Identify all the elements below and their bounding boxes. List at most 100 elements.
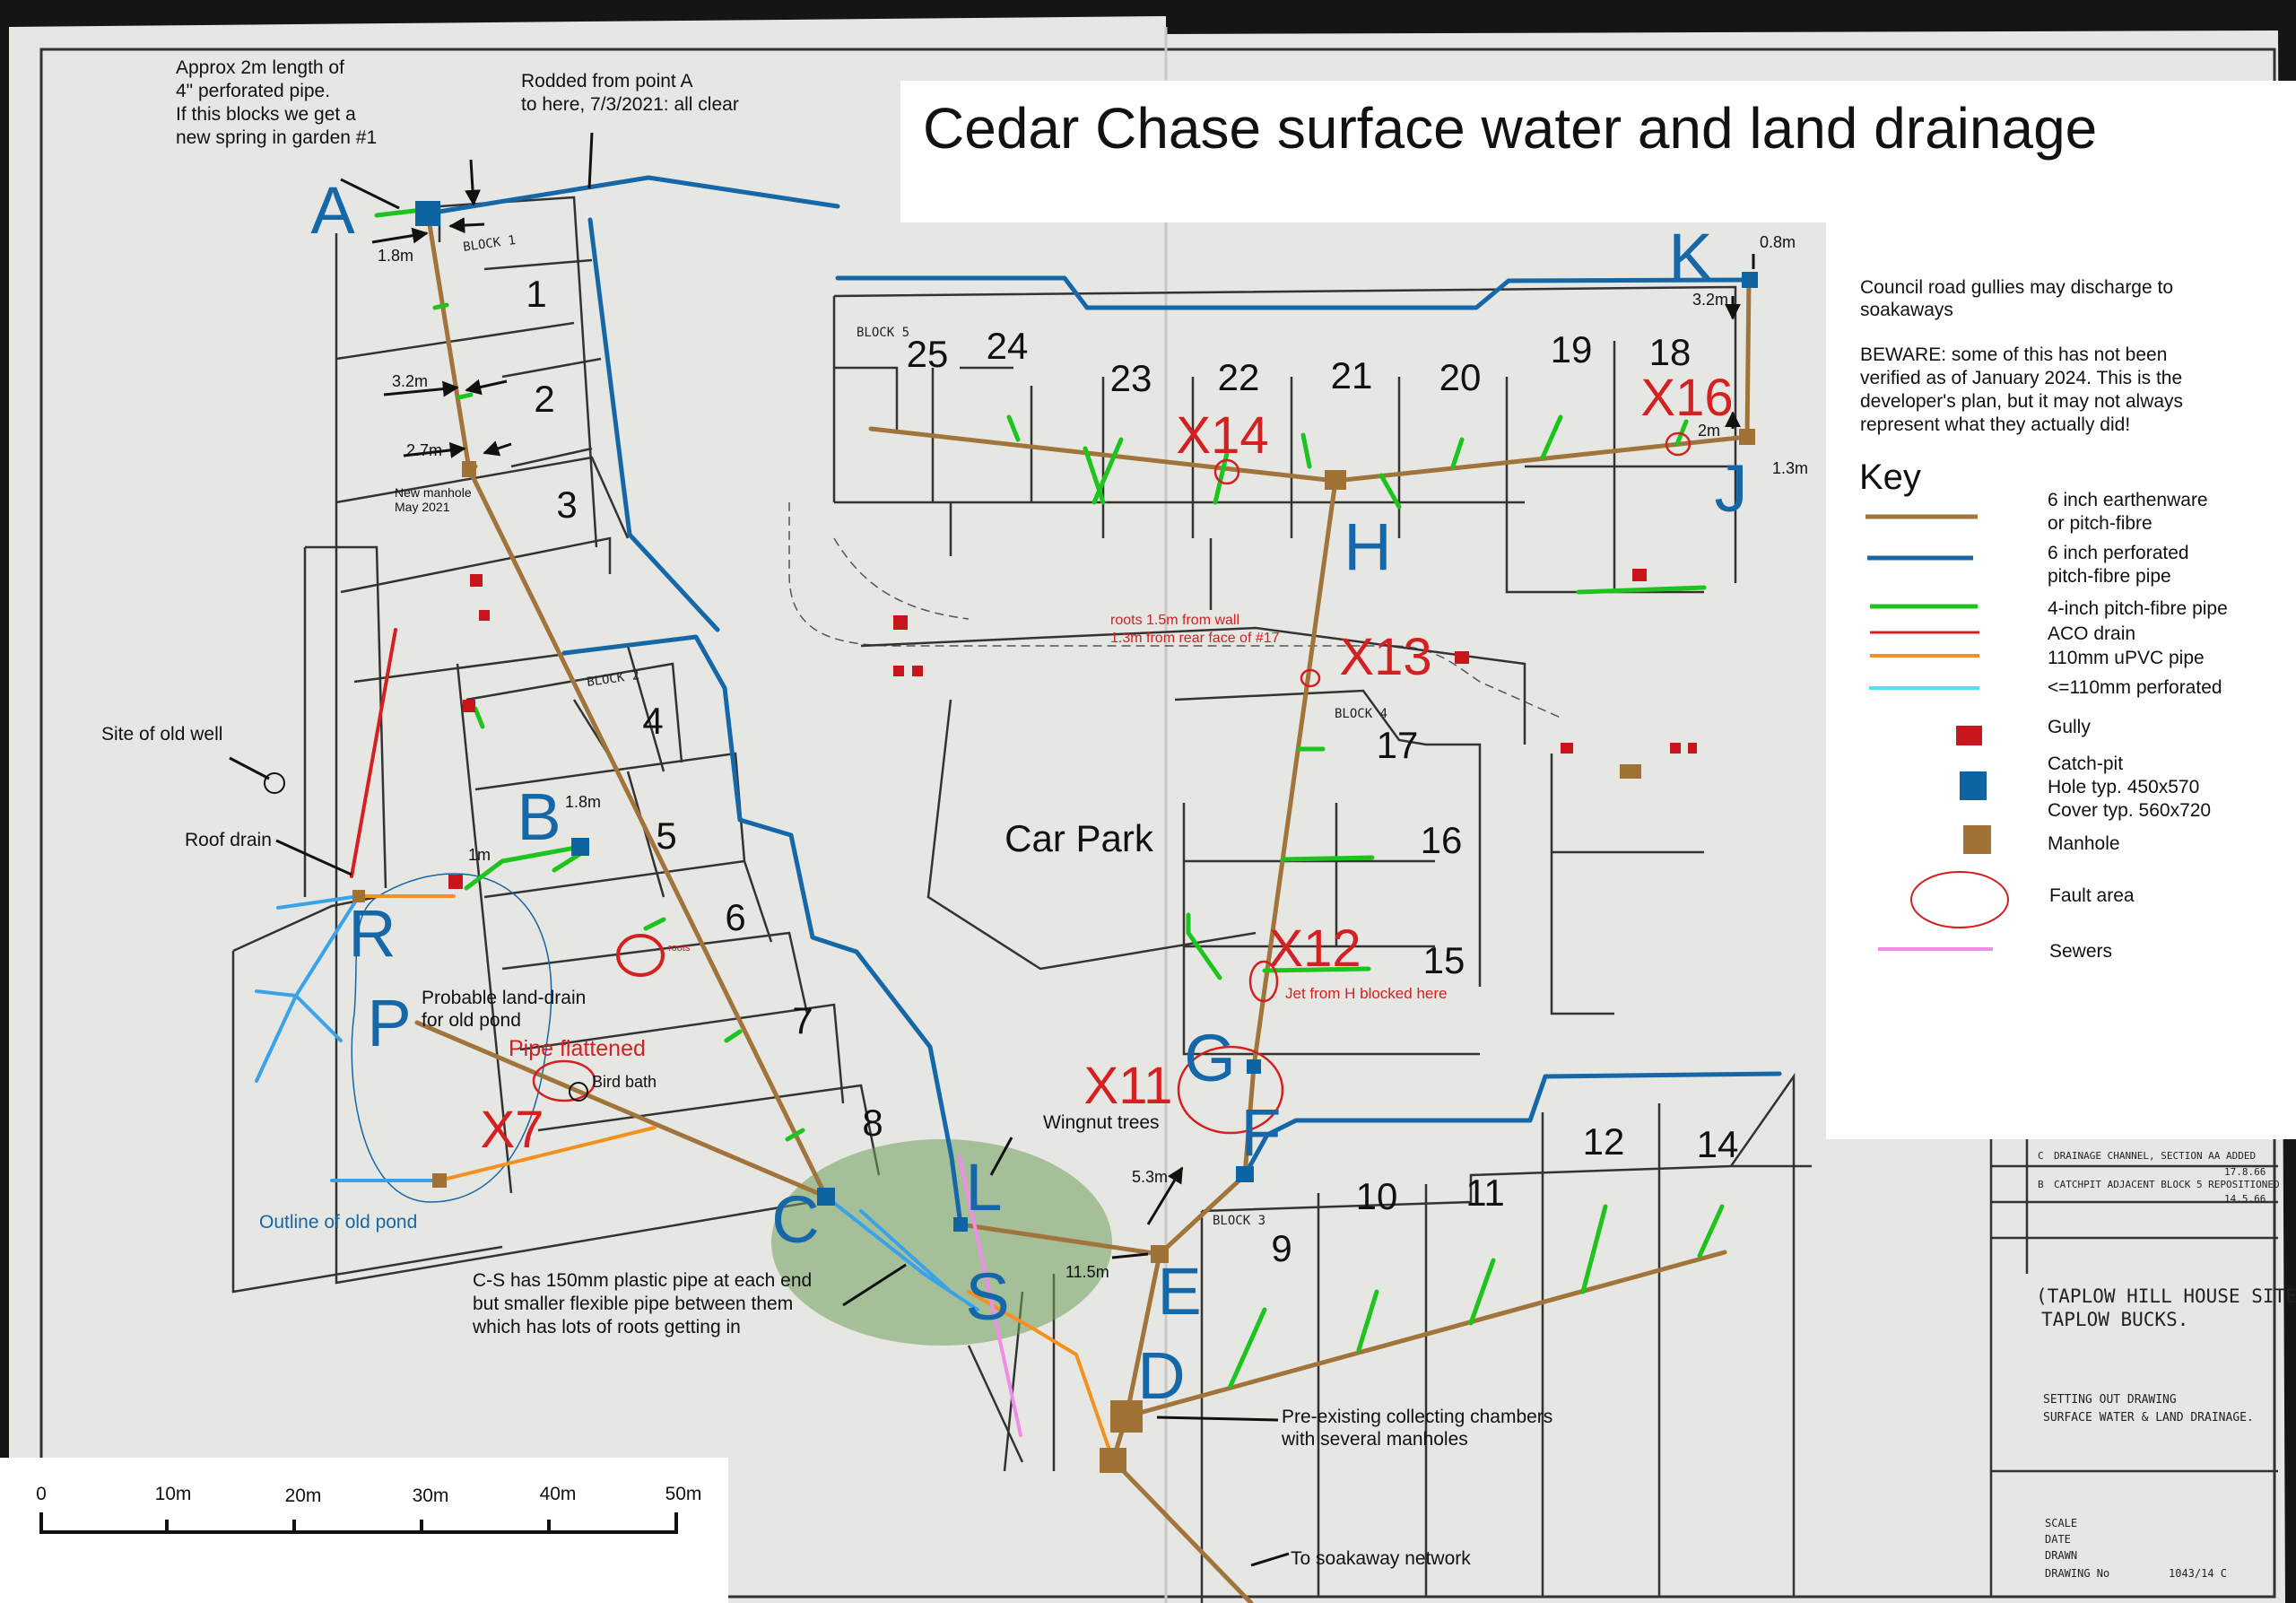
annotation-cs-pipe: which has lots of roots getting in bbox=[472, 1317, 741, 1337]
annotations: Approx 2m length of 4" perforated pipe. … bbox=[101, 57, 1552, 1569]
fault-label-x7: X7 bbox=[481, 1101, 544, 1159]
annotation-soakaway: To soakaway network bbox=[1291, 1548, 1471, 1569]
dimension-label: 5.3m bbox=[1132, 1168, 1168, 1186]
svg-text:C: C bbox=[2038, 1150, 2044, 1162]
manhole-south bbox=[1100, 1448, 1126, 1473]
house-number: 11 bbox=[1465, 1172, 1505, 1214]
drawing-title-block: C DRAINAGE CHANNEL, SECTION AA ADDED 17.… bbox=[2036, 1150, 2296, 1580]
annotation-jet-blocked: Jet from H blocked here bbox=[1285, 985, 1447, 1002]
catch-pit-b bbox=[571, 838, 589, 856]
earthenware-pipe-l-e bbox=[958, 1222, 1162, 1257]
block-label: BLOCK 3 bbox=[1213, 1214, 1265, 1228]
gully bbox=[448, 875, 463, 889]
annotation-roots-wall: roots 1.5m from wall bbox=[1110, 613, 1239, 628]
point-label-l: L bbox=[965, 1150, 1002, 1224]
house-number: 23 bbox=[1110, 357, 1152, 399]
house-number: 7 bbox=[792, 999, 813, 1041]
house-number: 25 bbox=[907, 333, 949, 375]
manhole-j bbox=[1739, 429, 1755, 445]
svg-text:14.5.66: 14.5.66 bbox=[2224, 1193, 2266, 1205]
scale-tick-label: 40m bbox=[540, 1484, 577, 1504]
title-box bbox=[900, 81, 2222, 222]
annotation-land-drain: for old pond bbox=[422, 1010, 521, 1031]
key-label: Manhole bbox=[2048, 833, 2120, 854]
annotation-approx-pipe: If this blocks we get a bbox=[176, 104, 356, 125]
annotation-cs-pipe: C-S has 150mm plastic pipe at each end bbox=[473, 1270, 812, 1291]
gully bbox=[463, 700, 475, 712]
house-numbers: 1 2 3 4 5 6 7 8 9 10 11 12 14 15 16 17 1… bbox=[526, 273, 1738, 1269]
perforated-pipe-road bbox=[835, 275, 1752, 310]
point-label-r: R bbox=[348, 896, 396, 971]
house-number: 17 bbox=[1377, 724, 1419, 766]
dimension-label: 1.8m bbox=[378, 247, 413, 265]
key-label: Fault area bbox=[2049, 885, 2135, 906]
dimension-label: 1m bbox=[468, 846, 491, 864]
aco-drain bbox=[350, 628, 397, 878]
site-name: (TAPLOW HILL HOUSE SITE) bbox=[2036, 1285, 2296, 1307]
gully bbox=[893, 615, 908, 630]
catch-pit-c bbox=[817, 1188, 835, 1206]
house-number: 18 bbox=[1649, 331, 1692, 373]
fault-label-x12: X12 bbox=[1268, 919, 1361, 978]
fault-label-x13: X13 bbox=[1339, 628, 1431, 686]
manhole-new bbox=[462, 461, 476, 477]
key-label: Hole typ. 450x570 bbox=[2048, 777, 2199, 797]
point-label-a: A bbox=[310, 173, 355, 248]
point-label-k: K bbox=[1668, 220, 1712, 294]
fault-pipe-flattened bbox=[532, 1059, 596, 1102]
dimension-label: 3.2m bbox=[1692, 291, 1728, 309]
house-number: 9 bbox=[1271, 1227, 1292, 1269]
point-labels: A B C D E F G H J K L P R S bbox=[310, 173, 1747, 1413]
house-number: 4 bbox=[642, 700, 663, 742]
manhole-e bbox=[1151, 1245, 1169, 1263]
earthenware-pipe-j-k bbox=[1744, 277, 1752, 440]
house-number: 8 bbox=[862, 1102, 883, 1144]
annotation-rodded: to here, 7/3/2021: all clear bbox=[521, 94, 739, 115]
perforated-pipe-west bbox=[561, 217, 963, 1227]
dimension-label: 11.5m bbox=[1065, 1263, 1109, 1281]
dimension-label: 1.8m bbox=[565, 793, 601, 811]
key-panel: Council road gullies may discharge to so… bbox=[1826, 81, 2296, 1139]
manhole-d bbox=[1110, 1400, 1143, 1433]
svg-text:1043/14 C: 1043/14 C bbox=[2169, 1567, 2227, 1580]
svg-text:CATCHPIT ADJACENT BLOCK 5 REPO: CATCHPIT ADJACENT BLOCK 5 REPOSITIONED bbox=[2054, 1179, 2280, 1190]
key-swatch-manhole bbox=[1963, 825, 1991, 854]
block-label: BLOCK 5 bbox=[857, 326, 909, 340]
paper-sheet bbox=[9, 16, 2285, 1603]
svg-text:SCALE: SCALE bbox=[2045, 1517, 2077, 1529]
point-label-p: P bbox=[367, 986, 411, 1060]
key-swatch-fault bbox=[1910, 871, 2009, 928]
catch-pit-l bbox=[953, 1217, 968, 1232]
gully bbox=[1670, 743, 1681, 754]
catch-pits bbox=[415, 201, 1758, 1232]
note-beware: represent what they actually did! bbox=[1860, 414, 2130, 435]
annotation-old-pond: Outline of old pond bbox=[259, 1212, 417, 1233]
leader-lines bbox=[229, 132, 1755, 1567]
gullies bbox=[448, 569, 1697, 889]
dimension-label: 2m bbox=[1698, 422, 1720, 440]
annotation-approx-pipe: new spring in garden #1 bbox=[176, 127, 377, 148]
house-number: 21 bbox=[1331, 354, 1373, 396]
gully bbox=[1632, 569, 1647, 581]
annotation-car-park: Car Park bbox=[1004, 817, 1154, 859]
perforated-pipe-north bbox=[425, 175, 840, 216]
page-title: Cedar Chase surface water and land drain… bbox=[923, 96, 2097, 161]
note-council: Council road gullies may discharge to bbox=[1860, 277, 2173, 298]
house-number: 22 bbox=[1218, 356, 1260, 398]
fault-label-x11: X11 bbox=[1084, 1057, 1173, 1115]
fault-roots bbox=[616, 934, 665, 977]
fault-label-x16: X16 bbox=[1640, 369, 1733, 427]
key-label: 4-inch pitch-fibre pipe bbox=[2048, 598, 2228, 619]
svg-text:DATE: DATE bbox=[2045, 1533, 2071, 1546]
scale-bar: 0 10m 20m 30m 40m 50m bbox=[0, 1458, 728, 1603]
house-number: 20 bbox=[1439, 356, 1482, 398]
gully bbox=[470, 574, 483, 587]
point-label-c: C bbox=[771, 1182, 819, 1257]
house-number: 12 bbox=[1583, 1120, 1625, 1163]
annotation-wingnut: Wingnut trees bbox=[1043, 1112, 1160, 1133]
annotation-roof-drain: Roof drain bbox=[185, 830, 272, 850]
scale-tick-label: 10m bbox=[155, 1484, 192, 1504]
dimensions: 1.8m 3.2m 2.7m 1.8m 1m 5.3m 11.5m 0.8m 3… bbox=[378, 233, 1808, 1281]
house-number: 19 bbox=[1551, 328, 1593, 370]
point-label-e: E bbox=[1157, 1254, 1201, 1329]
